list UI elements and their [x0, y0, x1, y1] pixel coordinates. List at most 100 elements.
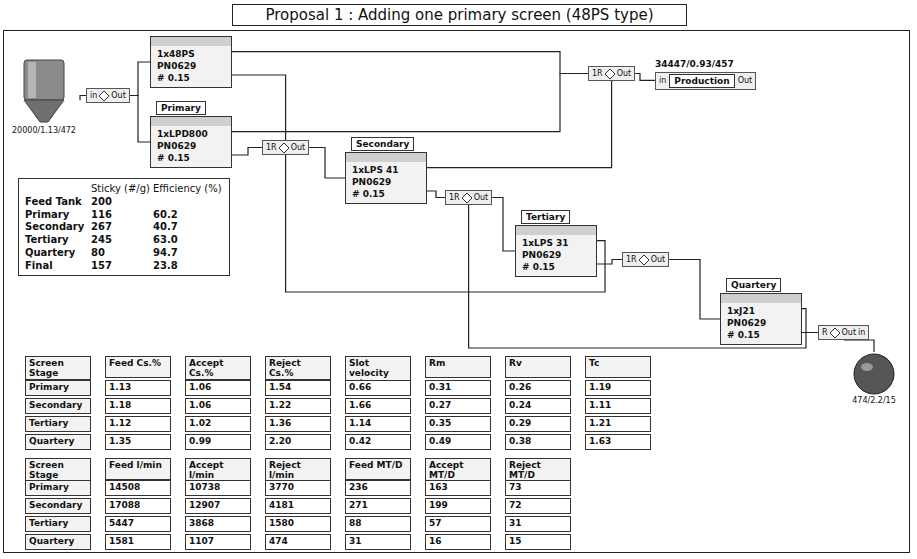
table-cell: 1.19 [585, 380, 651, 396]
junction-icon [605, 69, 615, 79]
reject-node: 474/2.2/15 [842, 352, 906, 405]
table-cell: Feed Tank [25, 196, 82, 208]
screen-stage-label: Tertiary [521, 210, 570, 224]
table-cell: 31 [345, 534, 411, 550]
table-cell: Primary [25, 209, 69, 221]
production-label: Production [669, 74, 734, 88]
table-cell: Sticky (#/g) [91, 183, 150, 195]
flow-line [427, 81, 612, 168]
table-cell: 31 [505, 516, 571, 532]
screen-stage-label: Primary [156, 101, 206, 115]
screen-spec: 1xJ21 [727, 305, 795, 317]
port-label: 1R [592, 68, 603, 79]
table-cell: Quartery [25, 247, 75, 259]
junction-icon [639, 255, 649, 265]
screen-spec: PN0629 [522, 249, 590, 261]
flow-line [232, 52, 588, 74]
flow-line [669, 260, 720, 320]
table-cell: 73 [505, 480, 571, 496]
port-label: Out [617, 68, 632, 79]
table-cell: 72 [505, 498, 571, 514]
junction-box: 1R Out [588, 66, 635, 81]
flow-line [232, 75, 286, 140]
table-cell: Final [25, 260, 53, 272]
table-cell: 0.66 [345, 380, 411, 396]
screen-box: Secondary1xLPS 41PN0629# 0.15 [345, 152, 427, 204]
table-header: Reject Cs.% [265, 356, 331, 380]
junction-box: 1ROut [445, 190, 492, 205]
table-cell: 2.20 [265, 434, 331, 450]
table-cell: 0.29 [505, 416, 571, 432]
flow-line [635, 74, 655, 81]
screen-spec: PN0629 [157, 140, 225, 152]
screen-spec: # 0.15 [727, 329, 795, 341]
table-cell: 1.06 [185, 398, 251, 414]
table-cell: 10738 [185, 480, 251, 496]
junction-icon [279, 143, 289, 153]
row-header: Quartery [25, 534, 91, 550]
production-row: inProductionOut [655, 72, 756, 90]
table-cell: 1.35 [105, 434, 171, 450]
table-cell: 1.02 [185, 416, 251, 432]
table-cell: 1.18 [105, 398, 171, 414]
feed-tank: 20000/1.13/472 [8, 58, 80, 135]
table-cell: 1.06 [185, 380, 251, 396]
flow-line [309, 148, 345, 179]
table-cell: 60.2 [153, 209, 178, 221]
table-cell: Efficiency (%) [153, 183, 222, 195]
table-cell: 1.63 [585, 434, 651, 450]
table-cell: 0.38 [505, 434, 571, 450]
table-cell: 199 [425, 498, 491, 514]
table-cell: 1.14 [345, 416, 411, 432]
production-node: 34447/0.93/457 inProductionOut [655, 58, 756, 90]
table-cell: 5447 [105, 516, 171, 532]
tank-flow: 20000/1.13/472 [8, 126, 80, 135]
table-cell: 1.21 [585, 416, 651, 432]
screen-spec: PN0629 [157, 60, 225, 72]
table-cell: 271 [345, 498, 411, 514]
port-label: Out [651, 254, 666, 265]
screen-box: 1x48PSPN0629# 0.15 [150, 36, 232, 88]
row-header: Secondary [25, 498, 91, 514]
table-cell: 116 [91, 209, 112, 221]
table-cell: 157 [91, 260, 112, 272]
table-cell: 1.22 [265, 398, 331, 414]
reject-flow: 474/2.2/15 [842, 396, 906, 405]
table-cell: 40.7 [153, 221, 178, 233]
table-cell: 17088 [105, 498, 171, 514]
table-header: Feed Cs.% [105, 356, 171, 378]
row-header: Quartery [25, 434, 91, 450]
table-header: Accept l/min [185, 458, 251, 482]
flow-line [427, 191, 445, 198]
row-header: Secondary [25, 398, 91, 414]
table-header: Feed MT/D [345, 458, 411, 480]
table-cell: 1.11 [585, 398, 651, 414]
screen-spec: # 0.15 [352, 188, 420, 200]
screen-spec: # 0.15 [522, 261, 590, 273]
table-cell: 1.54 [265, 380, 331, 396]
screen-stage-label: Secondary [351, 137, 414, 151]
table-cell: 23.8 [153, 260, 178, 272]
screen-spec: 1x48PS [157, 48, 225, 60]
table-header: Screen Stage [25, 458, 91, 482]
table-header: Screen Stage [25, 356, 91, 380]
table-cell: 0.35 [425, 416, 491, 432]
screen-spec: 1xLPS 41 [352, 164, 420, 176]
screen-spec: PN0629 [727, 317, 795, 329]
table-cell: 0.27 [425, 398, 491, 414]
table-cell: 0.24 [505, 398, 571, 414]
table-header: Feed l/min [105, 458, 171, 480]
table-cell: 94.7 [153, 247, 178, 259]
reject-icon [850, 352, 898, 396]
table-cell: 1.66 [345, 398, 411, 414]
table-header: Accept MT/D [425, 458, 491, 482]
table-cell: Secondary [25, 221, 84, 233]
screen-spec: # 0.15 [157, 152, 225, 164]
junction-box: 1ROut [622, 252, 669, 267]
screen-box: Quartery1xJ21PN0629# 0.15 [720, 293, 802, 345]
junction-icon [830, 328, 840, 338]
port-label: Out [842, 327, 857, 338]
screen-spec: # 0.15 [157, 72, 225, 84]
flow-summary: 34447/0.93/457 [655, 58, 756, 70]
screen-box: Primary1xLPD800PN0629# 0.15 [150, 116, 232, 168]
